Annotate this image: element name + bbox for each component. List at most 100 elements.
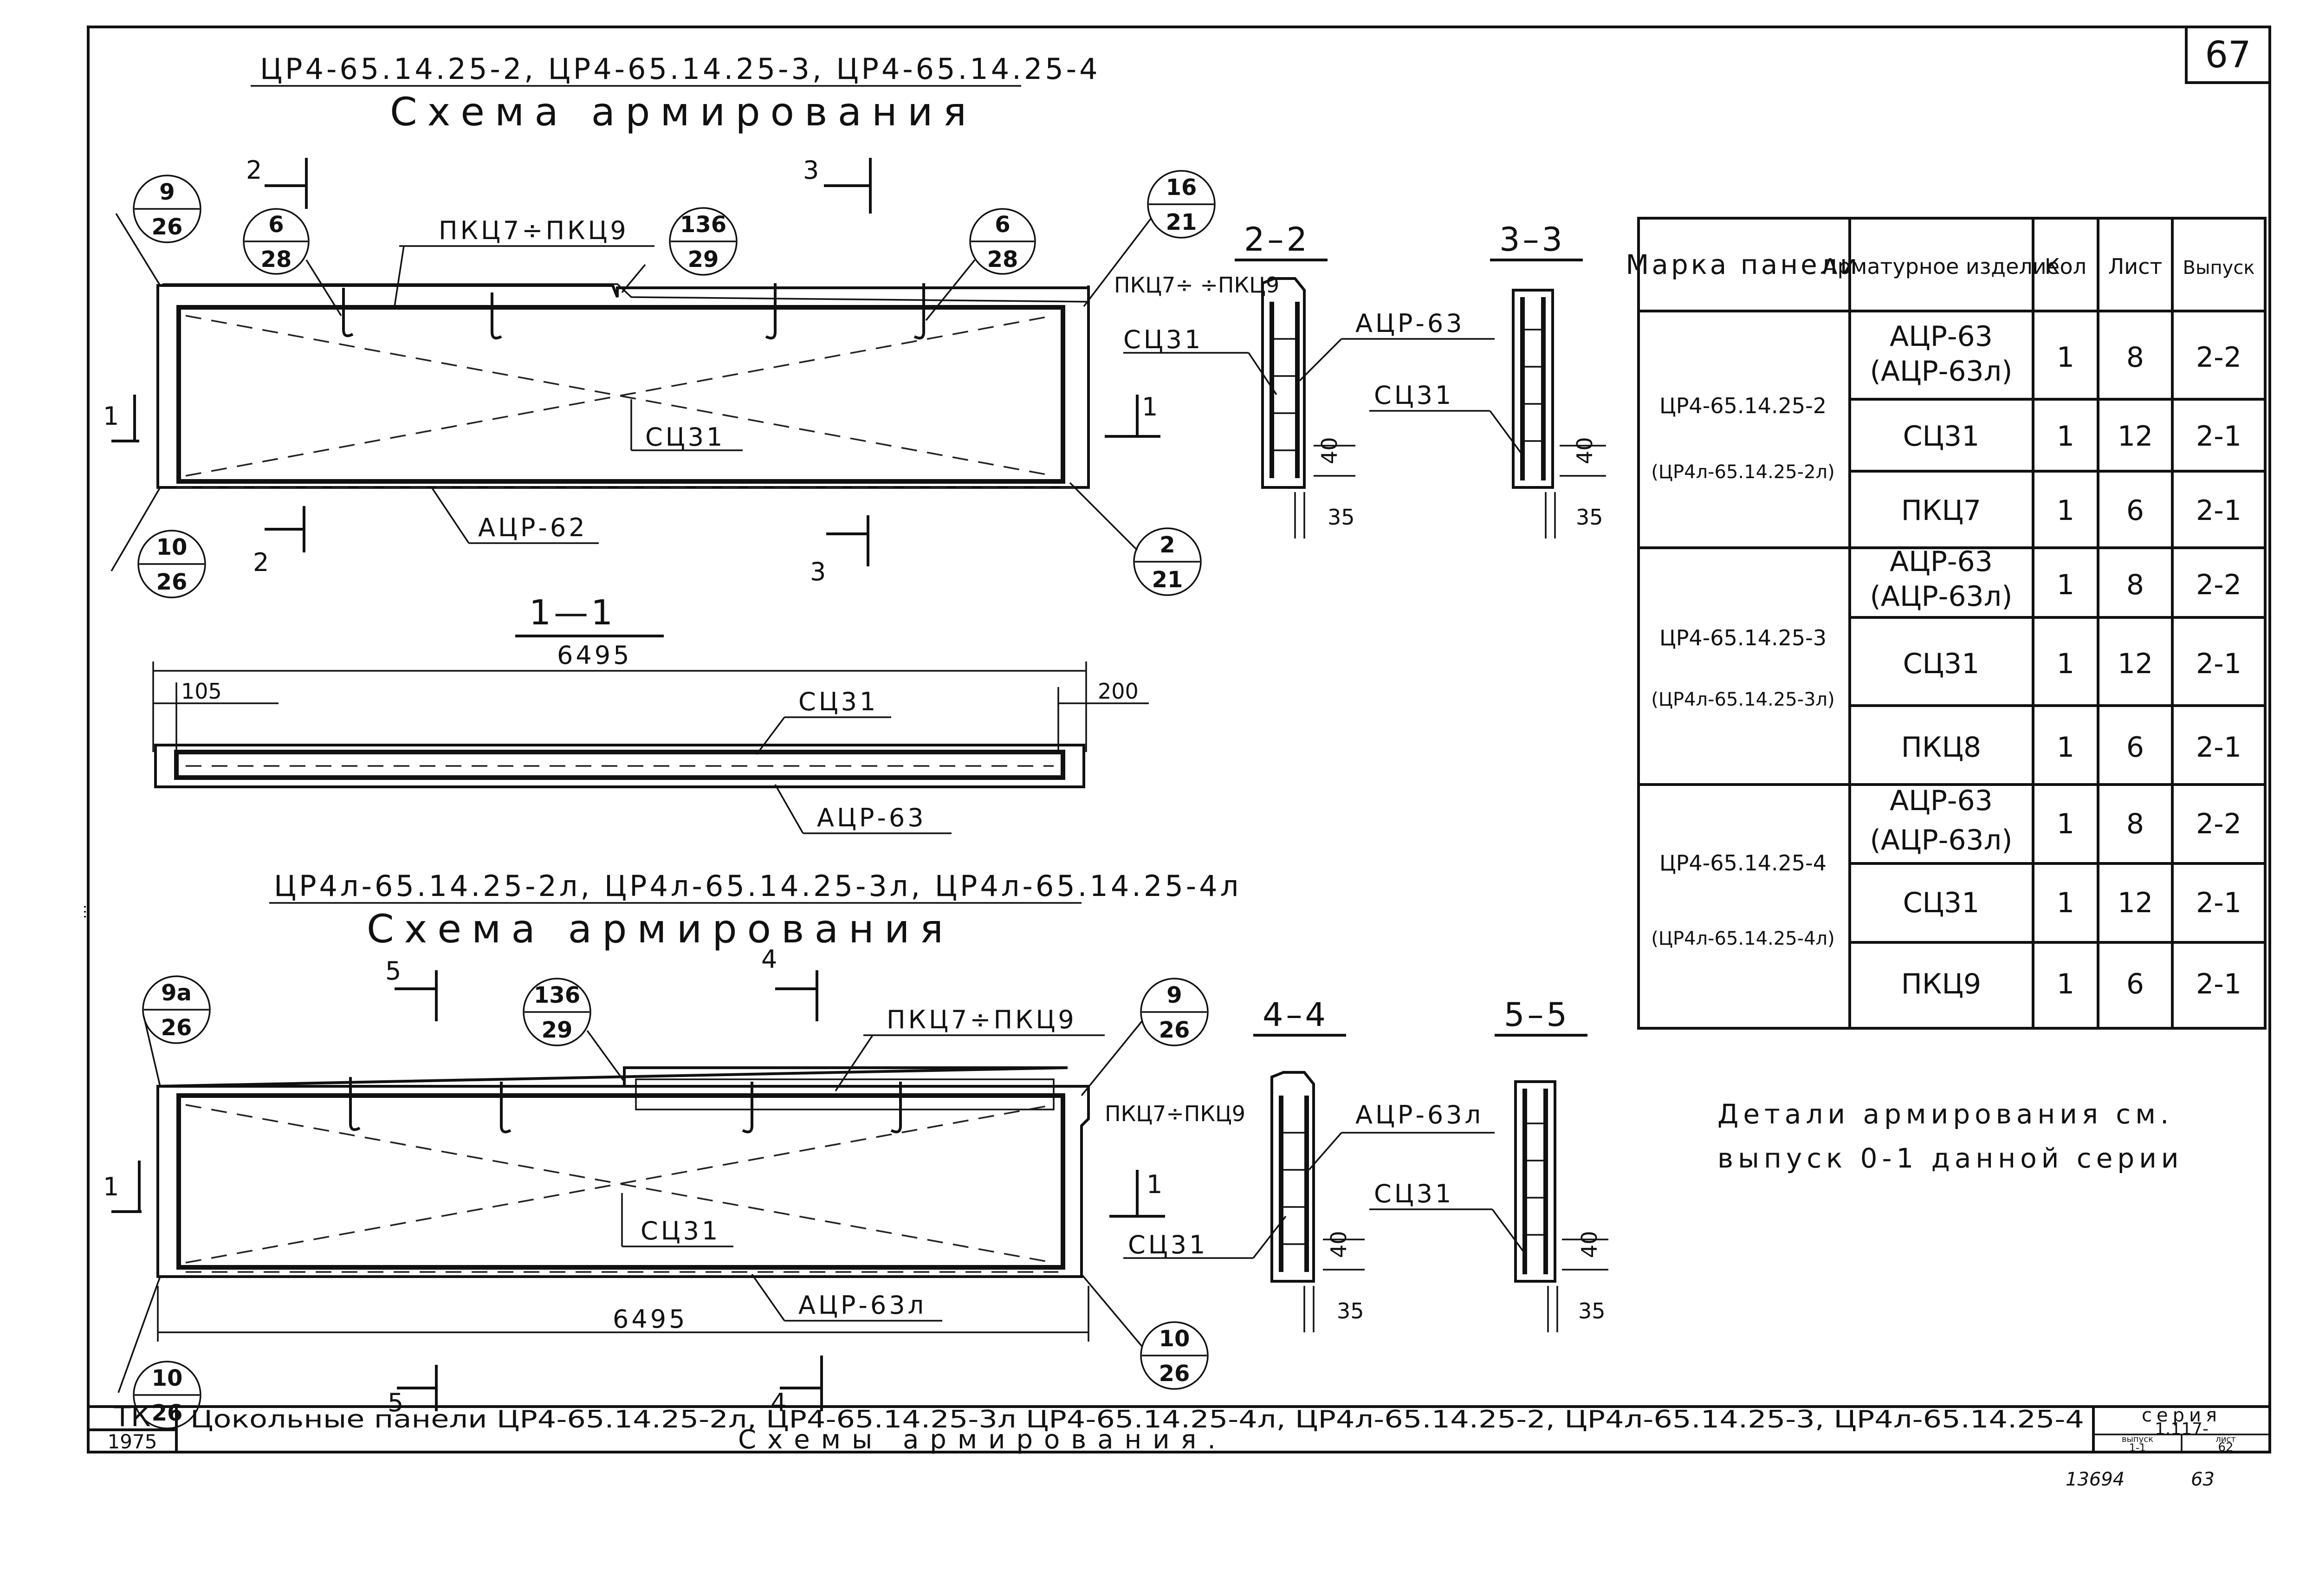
top-brace-dashed-2 [185,315,1054,477]
bottom-section-marker-1-right: 1 [1109,1170,1165,1218]
svg-text:ПКЦ9: ПКЦ9 [1901,968,1981,1000]
section-1-1-slab [154,744,1085,788]
svg-text:ПКЦ7÷ПКЦ9: ПКЦ7÷ПКЦ9 [1105,1101,1245,1126]
title-block: ТК 1975 Цокольные панели ЦР4-65.14.25-2л… [87,1401,2270,1455]
dim-right-value: 200 [1098,679,1139,704]
top-section-marker-1-right: 1 [1105,392,1160,438]
svg-text:4: 4 [761,945,780,974]
svg-text:1: 1 [2057,341,2074,374]
section-1-1-total-dim: 6495 [557,641,632,670]
bottom-section-marker-5-lower: 5 [388,1365,438,1417]
svg-text:8: 8 [2126,808,2144,840]
top-section-marker-2-upper: 2 [246,156,308,209]
svg-text:(АЦР-63л): (АЦР-63л) [1870,824,2013,856]
top-brace-dashed-1 [185,315,1054,477]
svg-text:ЦР4-65.14.25-3: ЦР4-65.14.25-3 [1659,625,1827,650]
title-line-1: Цокольные панели ЦР4-65.14.25-2л, ЦР4-65… [190,1406,2084,1434]
svg-text:(АЦР-63л): (АЦР-63л) [1870,355,2013,388]
lifting-hook-3 [765,283,777,340]
bottom-hook-1 [349,1077,361,1131]
svg-text:АЦР-63: АЦР-63 [1890,545,1993,578]
svg-text:29: 29 [542,1017,573,1043]
sheet-frame [87,26,2271,1453]
svg-text:5: 5 [388,1388,406,1417]
svg-text:4–4: 4–4 [1263,996,1328,1034]
table-header-qty: Кол [2045,254,2086,279]
svg-text:28: 28 [987,247,1018,272]
svg-text:ЦР4-65.14.25-2: ЦР4-65.14.25-2 [1659,393,1827,418]
svg-text:12: 12 [2118,887,2153,919]
margin-note: … [72,904,90,919]
top-panel-outline [156,284,1090,489]
svg-text:26: 26 [152,214,183,240]
top-callout-9-26: 9 26 [115,175,201,286]
svg-text:2-1: 2-1 [2196,887,2241,919]
bottom-hook-4 [890,1082,902,1134]
lifting-hook-4 [913,283,925,340]
section-5-5: 5–5 СЦ31 40 35 [1369,996,1608,1332]
svg-text:35: 35 [1576,505,1603,530]
bottom-sc-label: СЦ31 [641,1216,720,1246]
svg-text:(ЦР4л-65.14.25-3л): (ЦР4л-65.14.25-3л) [1651,689,1834,710]
table-header-sheet: Лист [2108,254,2163,279]
top-callout-16-21: 16 21 [1083,170,1216,307]
svg-text:СЦ31: СЦ31 [1123,325,1203,354]
bottom-callout-9a-26: 9а 26 [142,975,211,1087]
svg-text:26: 26 [152,1400,183,1426]
svg-text:ПКЦ7÷ ÷ПКЦ9: ПКЦ7÷ ÷ПКЦ9 [1114,272,1279,298]
section-1-1: 1—1 6495 105 200 СЦ31 АЦР-63 [152,593,1149,834]
svg-text:2-2: 2-2 [2196,808,2241,840]
svg-text:1: 1 [1147,1170,1165,1199]
table-header-issue: Выпуск [2183,257,2255,279]
svg-text:СЦ31: СЦ31 [1374,1179,1454,1208]
top-callout-2-21: 2 21 [1069,482,1202,596]
bottom-acr-label: АЦР-63л [798,1291,926,1320]
bottom-callout-10-26-right: 10 26 [1081,1273,1209,1390]
top-callout-10-26: 10 26 [110,487,206,598]
svg-text:2-2: 2-2 [2196,341,2241,374]
top-section-marker-2-lower: 2 [253,506,305,577]
series-label: серия [2142,1405,2222,1426]
bottom-section-marker-4-lower: 4 [771,1356,823,1417]
svg-text:6: 6 [268,212,284,238]
svg-text:40: 40 [1317,437,1342,464]
svg-text:АЦР-63л: АЦР-63л [1355,1100,1483,1129]
top-callout-6-28-left: 6 28 [243,208,342,316]
svg-text:1: 1 [2057,569,2074,601]
note-line-1: Детали армирования см. [1717,1098,2173,1130]
svg-text:1: 1 [2057,648,2074,680]
section-1-1-title: 1—1 [529,593,615,633]
top-reinforcement-cage [176,305,1065,484]
svg-text:12: 12 [2118,420,2153,453]
bottom-section-marker-1-left: 1 [103,1161,142,1213]
svg-text:4: 4 [771,1388,789,1417]
svg-text:40: 40 [1577,1231,1602,1258]
stamp-text: ТК [113,1401,150,1433]
title-line-2: Схемы армирования. [738,1425,1227,1455]
svg-text:9: 9 [1166,982,1182,1008]
svg-text:35: 35 [1337,1298,1364,1324]
top-section-marker-3-lower: 3 [810,515,869,586]
svg-text:СЦ31: СЦ31 [1903,887,1980,919]
svg-text:2-1: 2-1 [2196,968,2241,1000]
svg-text:26: 26 [1159,1017,1190,1043]
svg-text:1: 1 [2057,887,2074,919]
svg-text:1: 1 [2057,731,2074,764]
svg-text:(ЦР4л-65.14.25-4л): (ЦР4л-65.14.25-4л) [1651,928,1834,949]
bottom-hook-2 [500,1082,512,1134]
section-4-4: 4–4 ПКЦ7÷ПКЦ9 СЦ31 АЦР-63л 40 35 [1105,996,1495,1332]
svg-text:ЦР4-65.14.25-4: ЦР4-65.14.25-4 [1659,850,1827,876]
svg-text:2: 2 [246,156,265,185]
svg-text:ПКЦ7: ПКЦ7 [1901,494,1981,527]
svg-text:(ЦР4л-65.14.25-2л): (ЦР4л-65.14.25-2л) [1651,461,1834,483]
reinforcement-table: Марка панели Арматурное изделие Кол Лист… [1626,217,2267,1030]
svg-text:5–5: 5–5 [1504,996,1570,1034]
top-pkc-label: ПКЦ7÷ПКЦ9 [439,216,629,245]
bottom-plan: ЦР4л-65.14.25-2л, ЦР4л-65.14.25-3л, ЦР4л… [103,869,1238,1429]
section-1-1-acr: АЦР-63 [817,803,926,832]
section-1-1-sc: СЦ31 [798,687,878,716]
top-section-marker-1-left: 1 [103,395,139,442]
section-2-2: 2–2 ПКЦ7÷ ÷ПКЦ9 СЦ31 АЦР-63 40 35 [1114,221,1495,538]
svg-text:1: 1 [2057,968,2074,1000]
sheet-value: 62 [2218,1440,2233,1454]
